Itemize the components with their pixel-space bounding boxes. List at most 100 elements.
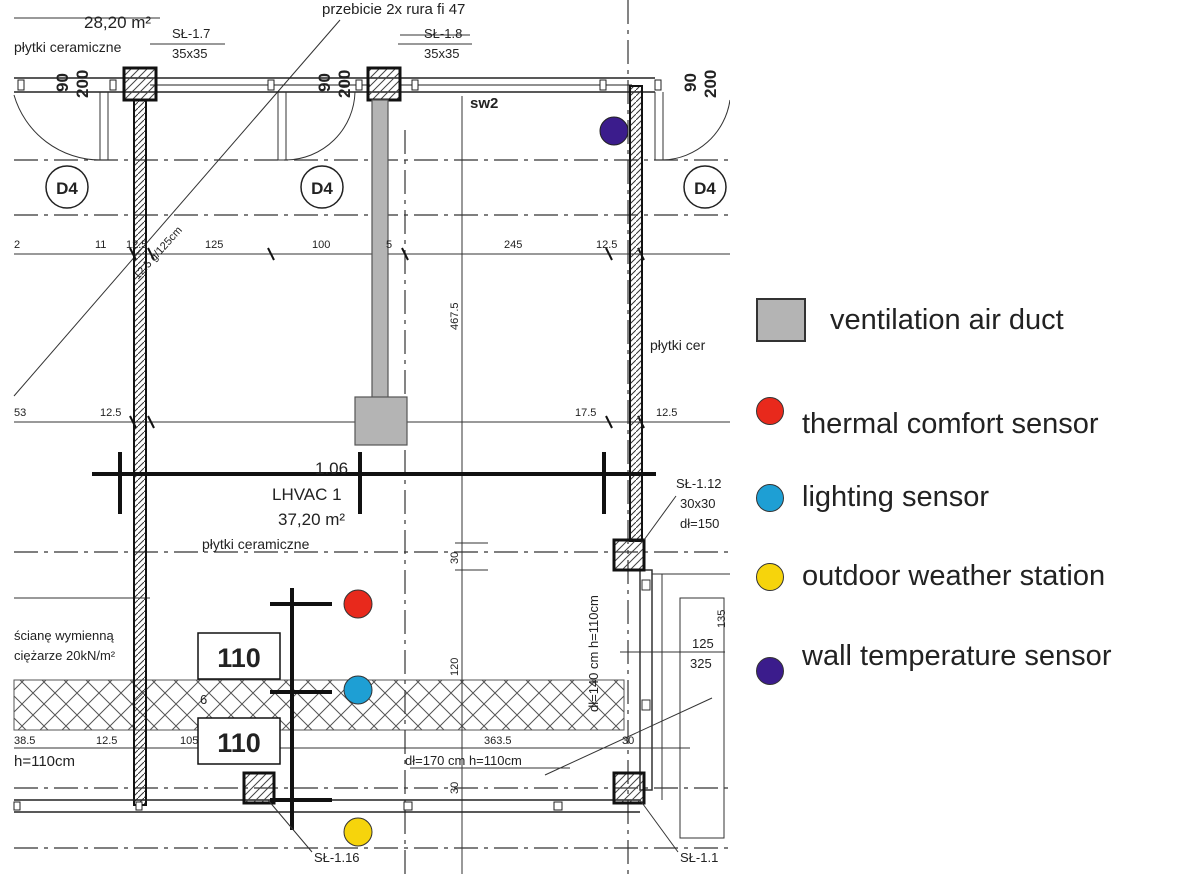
dim-right-a: 125 <box>692 636 714 651</box>
column-bottom-right-leader <box>639 799 679 853</box>
lighting-sensor <box>343 675 373 705</box>
note-bottom: dł=170 cm h=110cm <box>405 753 522 768</box>
right-outer-wall <box>641 573 730 839</box>
right-edge-dim: 135 <box>716 610 728 628</box>
blue-dot-icon <box>756 483 784 512</box>
dim-row1-g: 245 <box>504 239 522 251</box>
room-id: 1.06 <box>315 459 348 478</box>
vertical-dimension: 467.5 <box>449 302 461 330</box>
opening-label: sw2 <box>470 95 498 112</box>
value-box-2 <box>197 717 281 765</box>
purple-dot-icon <box>756 656 784 685</box>
room-label-fragment: płytki cer <box>650 337 706 353</box>
square-swatch-icon <box>756 298 806 342</box>
column-sl-1-8 <box>366 66 402 102</box>
dim-row3-c: 105 <box>180 735 198 747</box>
dim-row1-h: 12.5 <box>596 239 617 251</box>
dim-row1-d: 125 <box>205 239 223 251</box>
legend-item-wall-temperature-sensor: wall temperature sensor <box>756 640 1111 685</box>
column-2-size: 35x35 <box>424 46 459 61</box>
floor-plan: D4 D4 D4 90 200 90 200 90 200 <box>13 0 730 874</box>
column-3-label: SŁ-1.12 <box>676 476 722 491</box>
room-floor: płytki ceramiczne <box>202 536 310 552</box>
dim-row2-b: 12.5 <box>100 407 121 419</box>
red-dot-icon <box>756 396 784 425</box>
column-1-label: SŁ-1.7 <box>172 26 210 41</box>
door-tag-3: D4 <box>694 179 716 198</box>
sensor-pole <box>270 588 332 830</box>
value-box-2-label: 110 <box>217 728 261 758</box>
door-dim-b: 200 <box>73 70 92 98</box>
dim-row1-c: 12.5 <box>126 239 147 251</box>
door-dim-b: 200 <box>701 70 720 98</box>
value-box-1-label: 110 <box>217 643 261 673</box>
top-exterior-wall <box>14 77 662 93</box>
column-1-size: 35x35 <box>172 46 207 61</box>
column-bottom-left-leader <box>267 799 313 853</box>
column-sl-1-1 <box>612 771 646 805</box>
top-room-floor: płytki ceramiczne <box>14 39 122 55</box>
door-tags <box>45 165 727 209</box>
outdoor-weather-station <box>343 817 373 847</box>
yellow-dot-icon <box>756 562 784 591</box>
door-dim-b: 200 <box>335 70 354 98</box>
vert-small-3: 30 <box>449 782 461 794</box>
vertical-note: dł=140 cm h=110cm <box>586 595 601 712</box>
legend-label: outdoor weather station <box>802 560 1106 592</box>
partition-note-1: ścianę wymienną <box>14 628 114 643</box>
legend-item-thermal-comfort-sensor: thermal comfort sensor <box>756 394 1099 440</box>
dim-right-b: 325 <box>690 656 712 671</box>
column-sl-1-16 <box>242 771 276 805</box>
legend-label: ventilation air duct <box>830 303 1064 336</box>
dim-row3-b: 12.5 <box>96 735 117 747</box>
column-3-leader <box>643 495 677 541</box>
door-tag-1: D4 <box>56 179 78 198</box>
partition-note-2: ciężarze 20kN/m² <box>14 648 116 663</box>
column-sl-1-7 <box>122 66 158 102</box>
dimension-lines <box>13 17 730 874</box>
top-room-area: 28,20 m² <box>84 13 151 32</box>
dim-row1-a: 2 <box>14 239 20 251</box>
value-box-1 <box>197 632 281 680</box>
dim-row2-c: 17.5 <box>575 407 596 419</box>
legend-label: lighting sensor <box>802 481 989 513</box>
small-six: 6 <box>200 692 207 707</box>
dim-row2-d: 12.5 <box>656 407 677 419</box>
room-name: LHVAC 1 <box>272 485 342 504</box>
dim-row3-e: 30 <box>622 735 634 747</box>
wall-temperature-sensor <box>599 116 629 146</box>
legend-label: wall temperature sensor <box>802 640 1112 672</box>
legend-item-outdoor-weather-station: outdoor weather station <box>756 560 1105 593</box>
dim-row1-f: 5 <box>386 239 392 251</box>
vert-small-1: 30 <box>449 552 461 564</box>
wall-right-lower <box>639 569 653 791</box>
dim-row1-e: 100 <box>312 239 330 251</box>
column-2-label: SŁ-1.8 <box>424 26 462 41</box>
dim-row2-a: 53 <box>14 407 26 419</box>
door-swings <box>13 91 730 161</box>
dim-row3-a: 38.5 <box>14 735 35 747</box>
vert-small-2: 120 <box>449 658 461 676</box>
hatched-zone <box>13 679 625 731</box>
door-dim-a: 90 <box>315 73 334 92</box>
column-3-size: 30x30 <box>680 496 715 511</box>
legend-label: thermal comfort sensor <box>802 408 1099 440</box>
door-tag-2: D4 <box>311 179 333 198</box>
thermal-comfort-sensor <box>343 589 373 619</box>
room-area: 37,20 m² <box>278 510 345 529</box>
legend-item-lighting-sensor: lighting sensor <box>756 481 989 514</box>
legend-item-ventilation-duct: ventilation air duct <box>756 298 1064 342</box>
note-left: h=110cm <box>14 753 75 770</box>
column-bottom-right-label: SŁ-1.1 <box>680 850 718 865</box>
column-3-note: dł=150 <box>680 516 719 531</box>
dim-row3-d: 363.5 <box>484 735 512 747</box>
column-sl-1-12 <box>612 538 646 572</box>
dim-row1-b: 11 <box>95 239 106 251</box>
top-note: przebicie 2x rura fi 47 <box>322 1 465 18</box>
column-bottom-left-label: SŁ-1.16 <box>314 850 360 865</box>
door-dim-a: 90 <box>681 73 700 92</box>
door-dim-a: 90 <box>53 73 72 92</box>
ventilation-duct-outlet <box>354 396 408 446</box>
wall-left <box>133 99 147 806</box>
